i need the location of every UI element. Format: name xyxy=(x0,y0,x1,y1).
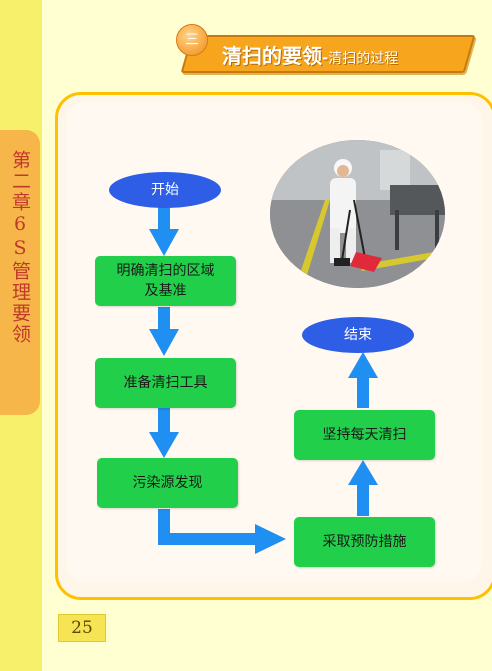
title-subtitle: 清扫的过程 xyxy=(328,51,399,67)
page-title: 清扫的要领-清扫的过程 xyxy=(222,40,398,69)
title-separator: - xyxy=(322,49,329,67)
arrow-down-3 xyxy=(149,408,179,458)
step-find-pollution: 污染源发现 xyxy=(97,458,238,508)
step-define-area-line1: 明确清扫的区域 xyxy=(116,263,215,279)
arrow-down-2 xyxy=(149,307,179,356)
end-node: 结束 xyxy=(302,317,414,353)
section-badge: 三 xyxy=(176,24,208,56)
step-define-area-line2: 及基准 xyxy=(144,283,187,299)
step-prepare-tools: 准备清扫工具 xyxy=(95,358,236,408)
step-preventive-measures: 采取预防措施 xyxy=(294,517,435,567)
step-daily-cleaning: 坚持每天清扫 xyxy=(294,410,435,460)
page-number: 25 xyxy=(58,614,106,642)
arrow-down-1 xyxy=(149,207,179,256)
arrow-up-2 xyxy=(348,352,378,408)
start-node: 开始 xyxy=(109,172,221,208)
step-define-area: 明确清扫的区域 及基准 xyxy=(95,256,236,306)
chapter-label: 第二章6S管理要领 xyxy=(9,150,31,345)
arrow-up-1 xyxy=(348,460,378,516)
chapter-tab xyxy=(0,130,40,415)
title-main-text: 清扫的要领 xyxy=(222,44,322,68)
arrow-elbow-right xyxy=(158,509,286,554)
